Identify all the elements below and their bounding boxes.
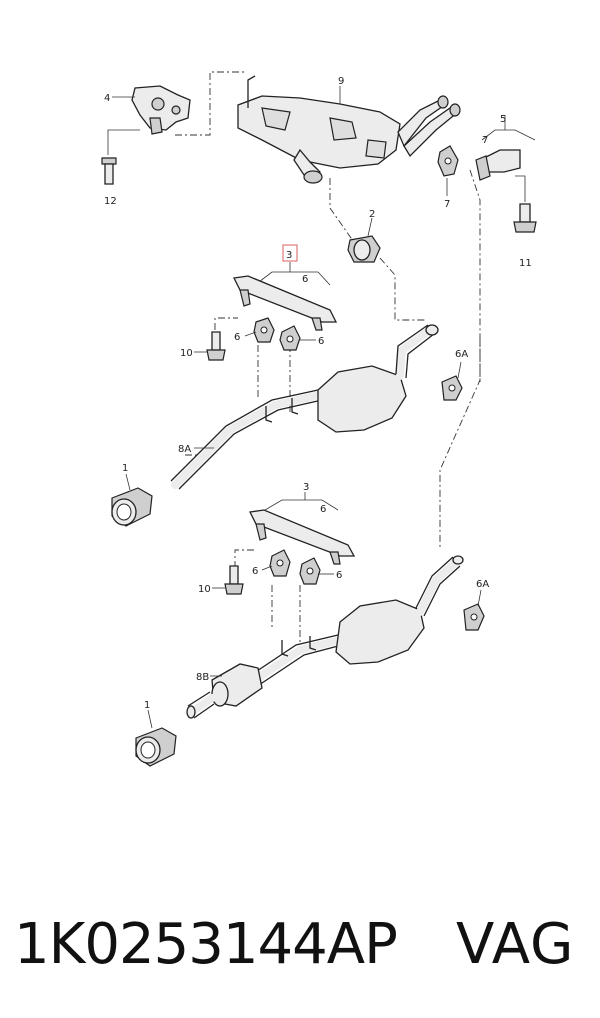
label-2: 2 (369, 209, 375, 220)
leader-lines (194, 331, 334, 575)
clamp-2 (347, 217, 381, 263)
rubber-mount-6A-top (441, 361, 463, 401)
label-6-bottom-bracket: 6 (320, 504, 326, 515)
label-6A-top: 6A (455, 349, 468, 360)
label-3-top: 3 (286, 250, 292, 261)
label-7b: 7 (482, 135, 488, 146)
label-10-top: 10 (180, 348, 193, 359)
rubber-mount-6-bottom-left (269, 549, 291, 577)
brand-name: VAG (456, 912, 575, 977)
label-6-top-right: 6 (318, 336, 324, 347)
bolt-12 (101, 129, 140, 185)
label-11: 11 (519, 258, 532, 269)
label-8B: 8B (196, 672, 209, 683)
hanger-bracket-4 (112, 85, 191, 135)
part-labels: 4 12 9 5 7 7 11 2 3 6 6 6 10 6A 8A 1 3 6… (104, 76, 532, 711)
part-number: 1K0253144AP (14, 912, 398, 977)
highlight-box (282, 244, 298, 262)
bracket-5 (475, 115, 536, 181)
label-12: 12 (104, 196, 117, 207)
label-7a: 7 (444, 199, 450, 210)
clamp-1-bottom (135, 709, 177, 767)
label-3-bottom: 3 (303, 482, 309, 493)
rubber-mount-6-top-left (253, 317, 275, 343)
label-5: 5 (500, 114, 506, 125)
rubber-mount-7-left (437, 145, 459, 196)
label-4: 4 (104, 93, 110, 104)
label-1-bottom: 1 (144, 700, 150, 711)
crossmember-3-bottom (249, 492, 356, 565)
label-1-top: 1 (122, 463, 128, 474)
rear-silencer-9 (237, 75, 461, 184)
bolt-10-top (194, 331, 226, 361)
label-9: 9 (338, 76, 344, 87)
rubber-mount-6-bottom-right (299, 557, 321, 585)
crossmember-3-top (233, 244, 338, 331)
bolt-10-bottom (212, 565, 244, 595)
label-6A-bottom: 6A (476, 579, 489, 590)
bolt-11 (513, 175, 537, 233)
exhaust-system-diagram: 4 12 9 5 7 7 11 2 3 6 6 6 10 6A 8A 1 3 6… (101, 71, 537, 767)
label-8A: 8A (178, 444, 191, 455)
pipe-assembly-8A (170, 324, 439, 490)
rubber-mount-6-top-right (279, 325, 301, 351)
pipe-assembly-8B (186, 555, 464, 719)
label-6-bottom-left: 6 (252, 566, 258, 577)
clamp-1-top (111, 473, 153, 527)
rubber-mount-6A-bottom (463, 589, 485, 631)
part-number-banner: 1K0253144AP VAG (0, 905, 600, 985)
label-6-bottom-right: 6 (336, 570, 342, 581)
label-6-top-left: 6 (234, 332, 240, 343)
label-10-bottom: 10 (198, 584, 211, 595)
label-6-top-bracket: 6 (302, 274, 308, 285)
connection-lines (175, 71, 481, 645)
